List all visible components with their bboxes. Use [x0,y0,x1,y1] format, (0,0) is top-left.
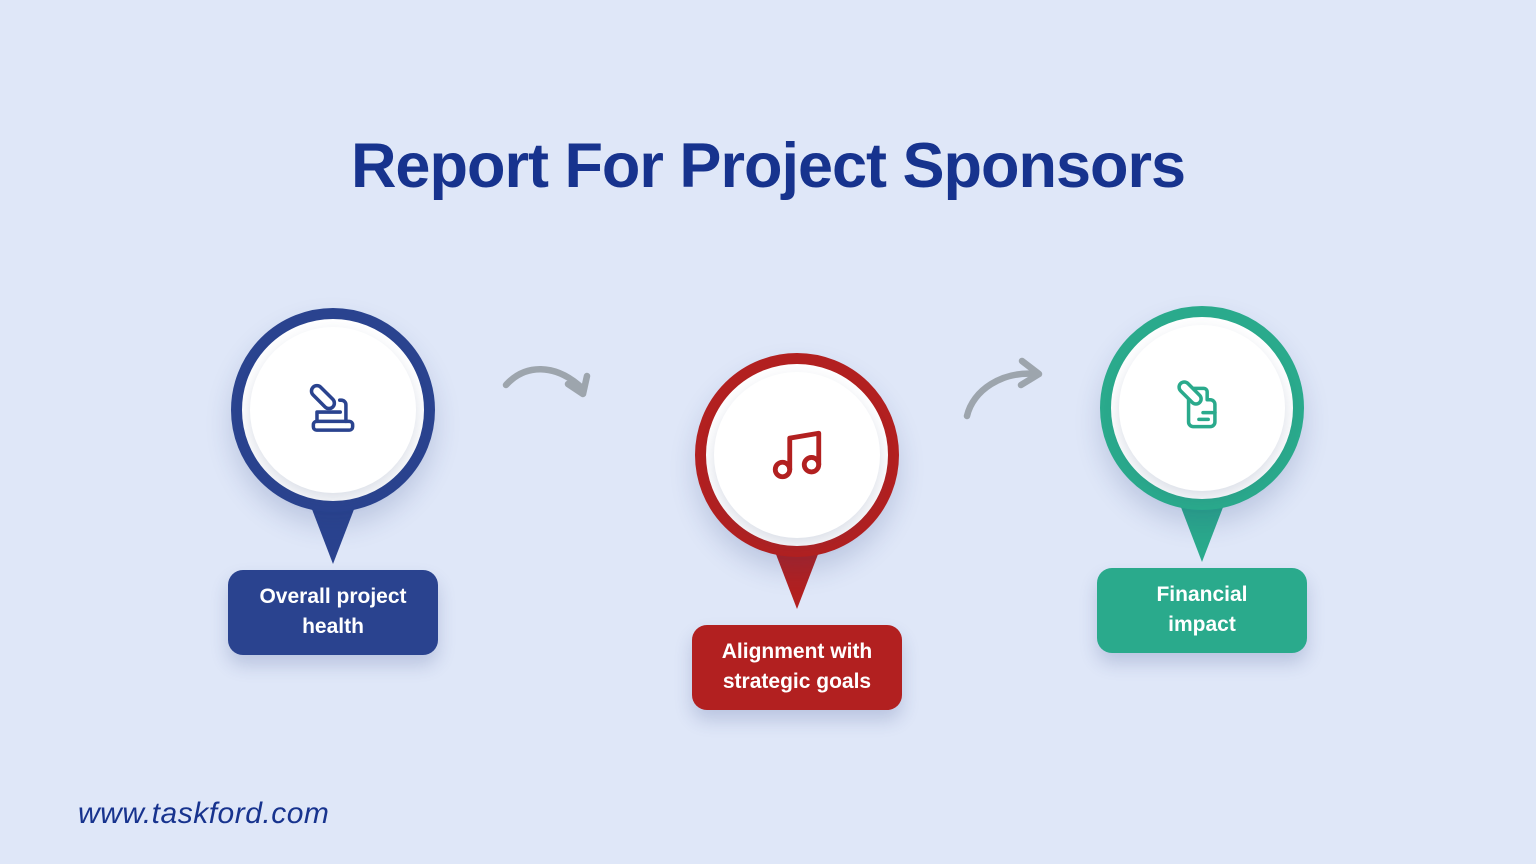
step-label: Alignment with strategic goals [692,625,902,710]
signed-document-icon [1171,377,1233,439]
curved-arrow-icon [963,357,1043,420]
pin-inner-circle [250,327,416,493]
page-title: Report For Project Sponsors [350,131,1186,201]
music-note-icon [768,426,826,484]
step-marker-financial-impact: Financial impact [1097,306,1307,653]
pin-circle [695,353,899,557]
step-label: Financial impact [1097,568,1307,653]
pin-tail [1178,502,1226,562]
pin-circle [1100,306,1304,510]
website-url: www.taskford.com [78,797,330,830]
pin-inner-circle [1119,325,1285,491]
pin-tail [309,504,357,564]
pin-circle [231,308,435,512]
curved-arrow-icon [502,366,591,398]
step-label: Overall project health [228,570,438,655]
pin-tail [773,549,821,609]
pin-inner-circle [714,372,880,538]
stamp-approval-icon [302,379,364,441]
step-marker-alignment-strategic-goals: Alignment with strategic goals [692,353,902,710]
step-marker-overall-project-health: Overall project health [228,308,438,655]
